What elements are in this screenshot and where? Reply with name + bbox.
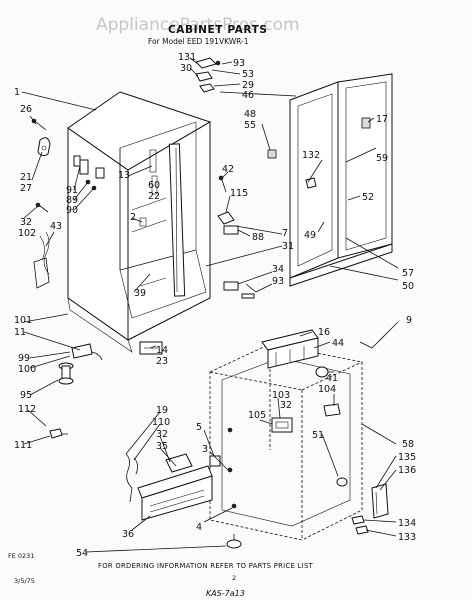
callout-32-right: 32: [280, 400, 292, 411]
callout-55: 55: [244, 120, 256, 131]
diagram-subtitle: For Model EED 191VKWR-1: [148, 37, 249, 46]
callout-16: 16: [318, 327, 330, 338]
callout-36: 36: [122, 529, 134, 540]
callout-1: 1: [14, 87, 20, 98]
callout-19: 19: [156, 405, 168, 416]
callout-11: 11: [14, 327, 26, 338]
callout-17: 17: [376, 114, 388, 125]
callout-89: 89: [66, 195, 78, 206]
callout-48: 48: [244, 109, 256, 120]
callout-46: 46: [242, 90, 254, 101]
callout-103: 103: [272, 390, 290, 401]
center-small-parts: [139, 175, 257, 355]
callout-39: 39: [134, 288, 146, 299]
top-small-parts: [195, 57, 221, 93]
callout-53: 53: [242, 69, 254, 80]
callout-110: 110: [152, 417, 170, 428]
callout-131: 131: [178, 52, 196, 63]
callout-101: 101: [14, 315, 32, 326]
callout-35: 35: [156, 441, 168, 452]
callout-44: 44: [332, 338, 344, 349]
callout-42: 42: [222, 164, 234, 175]
callout-7: 7: [282, 228, 288, 239]
footer-ordering-note: FOR ORDERING INFORMATION REFER TO PARTS …: [98, 562, 314, 570]
footer-code: FE 0231: [8, 552, 34, 560]
callout-49: 49: [304, 230, 316, 241]
cabinet-shell: [33, 91, 212, 353]
callout-105: 105: [248, 410, 266, 421]
diagram-title: CABINET PARTS: [168, 24, 268, 36]
callout-91: 91: [66, 185, 78, 196]
callout-112: 112: [18, 404, 36, 415]
callout-136: 136: [398, 465, 416, 476]
base-grille-assembly: [125, 453, 221, 521]
callout-23: 23: [156, 356, 168, 367]
watermark-text: AppliancePartsPros.com: [96, 15, 300, 35]
callout-93-mid: 93: [272, 276, 284, 287]
callout-30: 30: [180, 63, 192, 74]
callout-labels: 1 26 21 27 91 89 90 32 102 43 101 11 99 …: [14, 52, 416, 559]
callout-51: 51: [312, 430, 324, 441]
callout-52: 52: [362, 192, 374, 203]
small-parts-left: [31, 118, 103, 439]
callout-88: 88: [252, 232, 264, 243]
callout-31: 31: [282, 241, 294, 252]
callout-59: 59: [376, 153, 388, 164]
door-gasket-frame: [267, 73, 393, 287]
callout-34: 34: [272, 264, 284, 275]
callout-58: 58: [402, 439, 414, 450]
callout-4: 4: [196, 522, 202, 533]
callout-60: 60: [148, 180, 160, 191]
right-side-parts: [351, 341, 389, 535]
callout-135: 135: [398, 452, 416, 463]
footer-date: 3/5/75: [14, 577, 35, 585]
callout-3: 3: [202, 444, 208, 455]
callout-21: 21: [20, 172, 32, 183]
leader-lines: [21, 57, 399, 553]
callout-99: 99: [18, 353, 30, 364]
callout-54: 54: [76, 548, 88, 559]
callout-111: 111: [14, 440, 32, 451]
callout-57: 57: [402, 268, 414, 279]
footer-page-number: 2: [232, 574, 236, 582]
callout-9: 9: [406, 315, 412, 326]
callout-29: 29: [242, 80, 254, 91]
unit-compartment: [209, 329, 363, 549]
callout-93-top: 93: [233, 58, 245, 69]
callout-132: 132: [302, 150, 320, 161]
callout-100: 100: [18, 364, 36, 375]
footer-handwriting: KAS-7a13: [206, 589, 245, 598]
callout-41: 41: [326, 373, 338, 384]
callout-2: 2: [130, 212, 136, 223]
callout-50: 50: [402, 281, 414, 292]
callout-133: 133: [398, 532, 416, 543]
callout-104: 104: [318, 384, 336, 395]
callout-32-left: 32: [20, 217, 32, 228]
callout-43: 43: [50, 221, 62, 232]
callout-115: 115: [230, 188, 248, 199]
callout-26: 26: [20, 104, 32, 115]
callout-22: 22: [148, 191, 160, 202]
callout-32-lower: 32: [156, 429, 168, 440]
callout-95: 95: [20, 390, 32, 401]
callout-102: 102: [18, 228, 36, 239]
callout-27: 27: [20, 183, 32, 194]
callout-90: 90: [66, 205, 78, 216]
callout-13: 13: [118, 170, 130, 181]
callout-134: 134: [398, 518, 416, 529]
callout-5: 5: [196, 422, 202, 433]
callout-14: 14: [156, 345, 168, 356]
